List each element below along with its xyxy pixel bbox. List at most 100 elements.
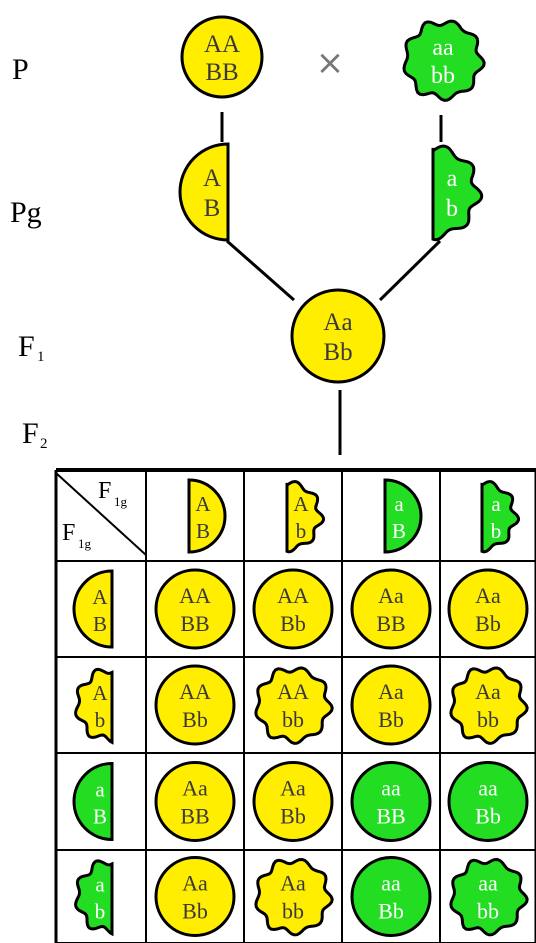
parent-gamete-right-top: a xyxy=(447,166,458,192)
column-gamete-3-bottom-allele: B xyxy=(392,519,406,543)
offspring-cell-r4-c1-bottom-allele: Bb xyxy=(182,899,208,924)
parent-left-seed-shape xyxy=(180,15,264,99)
parent-right-seed-shape xyxy=(402,19,486,102)
offspring-cell-r3-c3-bottom-allele: BB xyxy=(376,804,405,829)
column-gamete-1: AB xyxy=(187,478,227,554)
offspring-cell-r2-c1: AA Bb xyxy=(154,664,236,746)
punnett-grid-lines xyxy=(54,468,536,943)
offspring-cell-r4-c2-shape xyxy=(254,857,334,937)
offspring-cell-r1-c4-bottom-allele: Bb xyxy=(475,611,501,636)
column-gamete-1-top-allele: A xyxy=(195,492,211,516)
offspring-cell-r3-c2-bottom-allele: Bb xyxy=(280,804,306,829)
column-gamete-3-shape xyxy=(383,478,423,554)
parent-gamete-left-bottom: B xyxy=(204,195,221,222)
offspring-cell-r3-c4-top-allele: aa xyxy=(478,776,498,801)
row-gamete-2-top-allele: A xyxy=(92,681,108,705)
offspring-cell-r4-c4: aa bb xyxy=(449,857,529,937)
offspring-cell-r2-c1-bottom-allele: Bb xyxy=(182,707,208,732)
offspring-cell-r4-c1-shape xyxy=(154,856,236,937)
row-gamete-3-shape xyxy=(72,761,114,842)
offspring-cell-r3-c1-shape xyxy=(154,761,236,842)
offspring-cell-r2-c4-bottom-allele: bb xyxy=(477,707,499,732)
offspring-cell-r1-c3-top-allele: Aa xyxy=(378,583,404,608)
offspring-cell-r1-c2-bottom-allele: Bb xyxy=(280,611,306,636)
line-gamete-left-to-f1 xyxy=(226,239,295,302)
corner-top-label: F xyxy=(98,478,111,504)
offspring-cell-r1-c4-shape xyxy=(447,568,529,650)
row-gamete-2-shape xyxy=(74,667,114,745)
corner-bottom-label: F xyxy=(62,520,75,546)
cross-symbol: × xyxy=(316,43,345,83)
f1-seed-shape xyxy=(290,288,386,384)
row-gamete-3: aB xyxy=(72,761,114,842)
offspring-cell-r1-c4-top-allele: Aa xyxy=(475,583,501,608)
offspring-cell-r4-c3-top-allele: aa xyxy=(381,871,401,896)
offspring-cell-r4-c4-shape xyxy=(449,857,529,937)
row-gamete-4-bottom-allele: b xyxy=(95,900,106,924)
column-gamete-2-shape xyxy=(285,480,325,554)
offspring-cell-r1-c2-top-allele: AA xyxy=(277,583,309,608)
corner-top-subscript: 1g xyxy=(114,494,128,509)
parent-right-genotype-bottom: bb xyxy=(431,63,455,89)
offspring-cell-r3-c2-top-allele: Aa xyxy=(280,776,306,801)
parent-right-genotype-top: aa xyxy=(432,35,454,61)
label-f2-subscript: 2 xyxy=(40,436,48,452)
label-f2: F 2 xyxy=(22,417,48,452)
offspring-cell-r3-c3-top-allele: aa xyxy=(381,776,401,801)
row-gamete-1-top-allele: A xyxy=(92,585,108,609)
offspring-cell-r3-c4-shape xyxy=(447,761,529,842)
column-gamete-4-shape xyxy=(480,480,520,554)
column-gamete-4-bottom-allele: b xyxy=(491,519,502,543)
row-gamete-4: ab xyxy=(74,859,114,937)
label-pg: Pg xyxy=(10,196,42,229)
parent-yellow-round-seed: AA BB xyxy=(180,15,264,99)
offspring-cell-r2-c4-shape xyxy=(449,666,529,745)
row-gamete-2: Ab xyxy=(74,667,114,745)
label-p: P xyxy=(12,53,29,86)
offspring-cell-r4-c4-top-allele: aa xyxy=(478,871,498,896)
offspring-cells: AABBAABbAaBBAaBbAABbAAbbAaBbAabbAaBBAaBb… xyxy=(154,568,529,937)
offspring-cell-r4-c3-shape xyxy=(350,856,432,937)
f1-seed: Aa Bb xyxy=(290,288,386,384)
column-gamete-4-top-allele: a xyxy=(491,492,501,516)
offspring-cell-r3-c3-shape xyxy=(350,761,432,842)
column-gamete-3-top-allele: a xyxy=(394,492,404,516)
offspring-cell-r2-c1-shape xyxy=(154,664,236,746)
offspring-cell-r1-c2: AA Bb xyxy=(252,568,334,650)
parent-left-genotype-bottom: BB xyxy=(205,59,238,86)
offspring-cell-r2-c4-top-allele: Aa xyxy=(475,679,501,704)
offspring-cell-r2-c3-bottom-allele: Bb xyxy=(378,707,404,732)
f1-genotype-top: Aa xyxy=(323,309,352,336)
parent-left-genotype-top: AA xyxy=(204,31,240,58)
column-gamete-2-top-allele: A xyxy=(293,492,309,516)
label-f1-subscript: 1 xyxy=(37,349,45,365)
offspring-cell-r1-c3-shape xyxy=(350,568,432,650)
offspring-cell-r1-c1-bottom-allele: BB xyxy=(180,611,209,636)
offspring-cell-r2-c1-top-allele: AA xyxy=(179,679,211,704)
offspring-cell-r4-c4-bottom-allele: bb xyxy=(477,899,499,924)
offspring-cell-r4-c2-bottom-allele: bb xyxy=(282,899,304,924)
offspring-cell-r3-c1-top-allele: Aa xyxy=(182,776,208,801)
row-gamete-1: AB xyxy=(72,569,114,649)
line-gamete-right-to-f1 xyxy=(378,239,442,302)
row-gamete-3-bottom-allele: B xyxy=(93,805,107,829)
column-gamete-2-bottom-allele: b xyxy=(296,519,307,543)
column-gamete-3: aB xyxy=(383,478,423,554)
parent-gamete-left: A B xyxy=(178,142,230,242)
offspring-cell-r2-c2-bottom-allele: bb xyxy=(282,707,304,732)
offspring-cell-r3-c1-bottom-allele: BB xyxy=(180,804,209,829)
offspring-cell-r3-c4-bottom-allele: Bb xyxy=(475,804,501,829)
column-gamete-1-shape xyxy=(187,478,227,554)
parent-gamete-right-shape xyxy=(431,144,484,242)
